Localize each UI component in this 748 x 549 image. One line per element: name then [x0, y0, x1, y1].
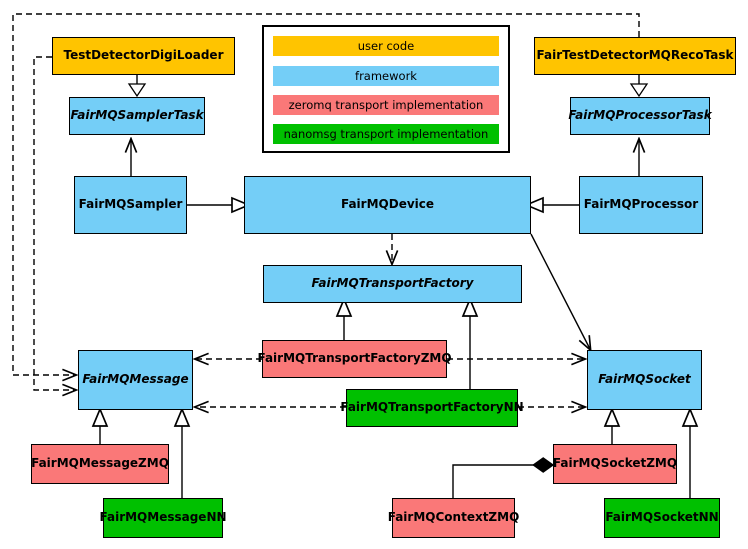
class-node-fairmqsocketzmq[interactable]: FairMQSocketZMQ: [553, 444, 677, 484]
class-node-label: FairMQMessageZMQ: [31, 456, 169, 471]
class-node-label: FairMQSampler: [78, 197, 183, 212]
edge-recotask-to-processortask: [629, 75, 649, 98]
legend-item-user-code: user code: [273, 36, 499, 56]
class-node-fairmqmessagezmq[interactable]: FairMQMessageZMQ: [31, 444, 169, 484]
class-node-fairmqsocket[interactable]: FairMQSocket: [587, 350, 702, 410]
class-node-fairmqcontextzmq[interactable]: FairMQContextZMQ: [388, 498, 519, 538]
legend-item-nanomsg-label: nanomsg transport implementation: [283, 127, 489, 141]
legend-item-zeromq: zeromq transport implementation: [273, 95, 499, 115]
class-node-fairtestdetectormqrecotask[interactable]: FairTestDetectorMQRecoTask: [534, 37, 736, 75]
edge-digiloader-to-message: [33, 56, 75, 390]
class-node-fairmqprocessor[interactable]: FairMQProcessor: [579, 176, 703, 234]
legend-item-user-code-label: user code: [357, 39, 415, 53]
edge-contextzmq-to-socketzmq: [452, 457, 555, 498]
class-node-testdetectordigiloader[interactable]: TestDetectorDigiLoader: [52, 37, 235, 75]
edge-device-to-socket: [530, 233, 590, 349]
legend-item-nanomsg: nanomsg transport implementation: [273, 124, 499, 144]
class-node-label: FairMQSamplerTask: [70, 108, 204, 123]
class-node-fairmqsamplertask[interactable]: FairMQSamplerTask: [69, 97, 205, 135]
class-node-label: FairMQSocketZMQ: [552, 456, 678, 471]
class-node-label: FairMQTransportFactory: [311, 276, 474, 291]
class-node-label: FairMQProcessorTask: [568, 108, 712, 123]
legend-item-framework: framework: [273, 66, 499, 86]
class-node-label: FairMQMessageNN: [99, 510, 227, 525]
legend-item-zeromq-label: zeromq transport implementation: [288, 98, 484, 112]
class-node-fairmqsocketnn[interactable]: FairMQSocketNN: [604, 498, 720, 538]
class-node-label: TestDetectorDigiLoader: [63, 48, 224, 63]
class-node-fairmqprocessortask[interactable]: FairMQProcessorTask: [568, 97, 712, 135]
class-node-fairmqmessagenn[interactable]: FairMQMessageNN: [99, 498, 227, 538]
class-node-fairmqmessage[interactable]: FairMQMessage: [78, 350, 193, 410]
class-node-label: FairMQSocketNN: [605, 510, 719, 525]
class-node-label: FairMQProcessor: [583, 197, 699, 212]
class-node-fairmqdevice[interactable]: FairMQDevice: [244, 176, 531, 234]
class-node-label: FairMQContextZMQ: [387, 510, 520, 525]
class-node-fairmqtransportfactory[interactable]: FairMQTransportFactory: [263, 265, 522, 303]
class-node-label: FairMQMessage: [82, 372, 189, 387]
class-node-fairmqsampler[interactable]: FairMQSampler: [74, 176, 187, 234]
class-node-fairmqtransportfactorynn[interactable]: FairMQTransportFactoryNN: [340, 389, 524, 427]
class-node-label: FairMQDevice: [340, 197, 435, 212]
legend-item-framework-label: framework: [355, 69, 417, 83]
class-node-label: FairMQTransportFactoryZMQ: [257, 351, 452, 366]
class-node-label: FairTestDetectorMQRecoTask: [536, 48, 734, 63]
edge-recotask-to-message: [12, 13, 640, 375]
class-node-fairmqtransportfactoryzmq[interactable]: FairMQTransportFactoryZMQ: [257, 340, 452, 378]
edge-digiloader-to-samplertask: [127, 75, 147, 98]
class-node-label: FairMQTransportFactoryNN: [340, 400, 524, 415]
class-node-label: FairMQSocket: [598, 372, 691, 387]
